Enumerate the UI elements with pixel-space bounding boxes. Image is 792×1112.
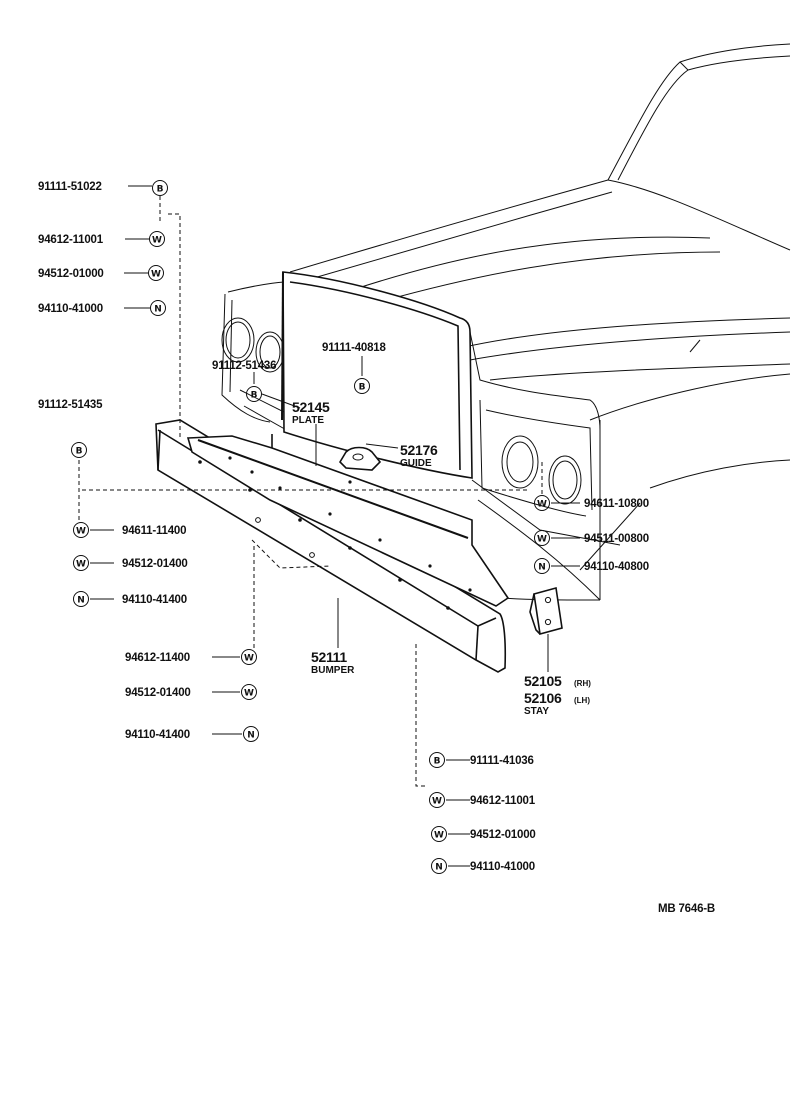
callout-c17[interactable]: 91111-41036 xyxy=(470,755,534,767)
svg-text:B: B xyxy=(251,391,258,401)
bolt-symbol-c13: B xyxy=(354,378,370,394)
stay-side-rh: (RH) xyxy=(574,679,591,688)
svg-text:W: W xyxy=(537,500,547,510)
svg-text:W: W xyxy=(152,236,162,246)
callout-c6[interactable]: 94611-11400 xyxy=(122,525,187,537)
svg-text:N: N xyxy=(538,563,546,573)
bolt-symbol-c17: B xyxy=(429,752,445,768)
guide-illustration xyxy=(338,446,382,471)
diagram-code: MB 7646-B xyxy=(658,903,715,915)
plate-name: PLATE xyxy=(292,415,324,426)
stay-illustration xyxy=(529,586,563,672)
guide-label[interactable]: 52176 GUIDE xyxy=(400,442,438,469)
guide-name: GUIDE xyxy=(400,458,432,469)
callout-c5[interactable]: 91112-51435 xyxy=(38,399,103,411)
washer-symbol-c15: W xyxy=(534,530,550,546)
leader-lines xyxy=(78,185,641,867)
svg-text:W: W xyxy=(537,535,547,545)
nut-symbol-c16: N xyxy=(534,558,550,574)
svg-text:N: N xyxy=(435,863,443,873)
washer-symbol-c9: W xyxy=(241,649,257,665)
callout-c10[interactable]: 94512-01400 xyxy=(125,687,191,699)
nut-symbol-c11: N xyxy=(243,726,259,742)
bumper-label[interactable]: 52111 BUMPER xyxy=(311,649,355,676)
washer-symbol-c19: W xyxy=(431,826,447,842)
plate-illustration xyxy=(186,434,510,607)
nut-symbol-c8: N xyxy=(73,591,89,607)
callout-c1[interactable]: 91111-51022 xyxy=(38,181,102,193)
washer-symbol-c2: W xyxy=(149,231,165,247)
bolt-symbol-c12: B xyxy=(246,386,262,402)
callout-c12[interactable]: 91112-51436 xyxy=(212,360,277,372)
stay-number-rh: 52105 xyxy=(524,673,562,689)
nut-symbol-c4: N xyxy=(150,300,166,316)
bolt-symbol-c1: B xyxy=(152,180,168,196)
washer-symbol-c3: W xyxy=(148,265,164,281)
washer-symbol-c14: W xyxy=(534,495,550,511)
callout-c14[interactable]: 94611-10800 xyxy=(584,498,649,510)
main-part-labels: 52145 PLATE 52176 GUIDE 52111 BUMPER 521… xyxy=(292,399,591,717)
washer-symbol-c6: W xyxy=(73,522,89,538)
svg-text:B: B xyxy=(76,447,83,457)
nut-symbol-c20: N xyxy=(431,858,447,874)
callout-c9[interactable]: 94612-11400 xyxy=(125,652,190,664)
callout-c16[interactable]: 94110-40800 xyxy=(584,561,649,573)
svg-text:N: N xyxy=(77,596,85,606)
vehicle-front-illustration xyxy=(221,43,791,601)
svg-text:B: B xyxy=(157,185,164,195)
guide-number: 52176 xyxy=(400,442,438,458)
stay-label[interactable]: 52105 (RH) 52106 (LH) STAY xyxy=(524,673,591,717)
plate-number: 52145 xyxy=(292,399,330,415)
washer-symbol-c10: W xyxy=(241,684,257,700)
bumper-number: 52111 xyxy=(311,649,347,665)
bolt-symbol-c5: B xyxy=(71,442,87,458)
stay-side-lh: (LH) xyxy=(574,696,590,705)
stay-name: STAY xyxy=(524,706,549,717)
svg-text:B: B xyxy=(359,383,366,393)
stay-number-lh: 52106 xyxy=(524,690,562,706)
callout-c18[interactable]: 94612-11001 xyxy=(470,795,536,807)
svg-text:W: W xyxy=(244,654,254,664)
part-number-callouts: 91111-51022 94612-11001 94512-01000 9411… xyxy=(38,181,649,873)
callout-c13[interactable]: 91111-40818 xyxy=(322,342,387,354)
callout-c20[interactable]: 94110-41000 xyxy=(470,861,535,873)
svg-text:W: W xyxy=(244,689,254,699)
washer-symbol-c7: W xyxy=(73,555,89,571)
plate-label[interactable]: 52145 PLATE xyxy=(292,399,330,426)
callout-c2[interactable]: 94612-11001 xyxy=(38,234,104,246)
fastener-symbols: B W W N B W W N W W N B B W W N B W W N xyxy=(71,180,550,874)
svg-text:N: N xyxy=(154,305,162,315)
plate-holes xyxy=(228,456,472,592)
callout-c11[interactable]: 94110-41400 xyxy=(125,729,190,741)
svg-text:W: W xyxy=(434,831,444,841)
callout-c7[interactable]: 94512-01400 xyxy=(122,558,188,570)
svg-text:N: N xyxy=(247,731,255,741)
svg-text:B: B xyxy=(434,757,441,767)
callout-c3[interactable]: 94512-01000 xyxy=(38,268,104,280)
callout-c15[interactable]: 94511-00800 xyxy=(584,533,649,545)
svg-text:W: W xyxy=(432,797,442,807)
callout-c19[interactable]: 94512-01000 xyxy=(470,829,536,841)
bumper-name: BUMPER xyxy=(311,665,355,676)
washer-symbol-c18: W xyxy=(429,792,445,808)
svg-text:W: W xyxy=(151,270,161,280)
callout-c8[interactable]: 94110-41400 xyxy=(122,594,187,606)
svg-text:W: W xyxy=(76,527,86,537)
svg-text:W: W xyxy=(76,560,86,570)
callout-c4[interactable]: 94110-41000 xyxy=(38,303,103,315)
